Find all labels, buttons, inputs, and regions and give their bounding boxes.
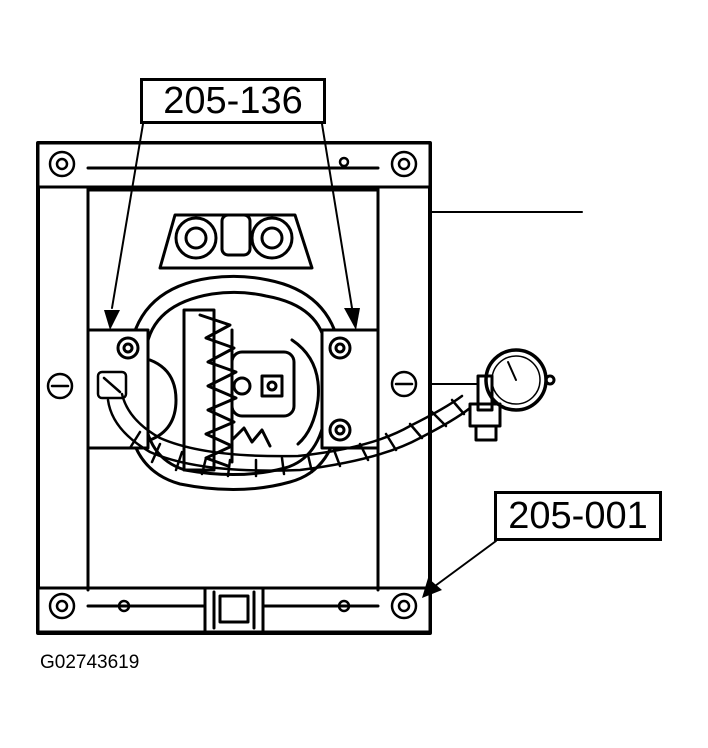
callout-label-205-001: 205-001 <box>494 491 662 541</box>
side-pivot-bolts <box>46 370 418 400</box>
dial-indicator <box>429 348 556 442</box>
differential-case <box>148 338 320 448</box>
callout-text-top: 205-136 <box>163 80 303 122</box>
callout-arrowheads <box>104 308 442 598</box>
corner-bolts <box>48 150 418 620</box>
ring-gear <box>182 308 238 472</box>
pinion-housing <box>158 213 314 270</box>
callout-label-205-136: 205-136 <box>140 78 326 124</box>
flexible-arm <box>96 370 472 478</box>
holding-fixture-frame <box>36 141 583 635</box>
callout-leaders <box>111 123 497 587</box>
figure-identifier: G02743619 <box>40 652 140 673</box>
callout-text-bottom: 205-001 <box>508 495 648 537</box>
